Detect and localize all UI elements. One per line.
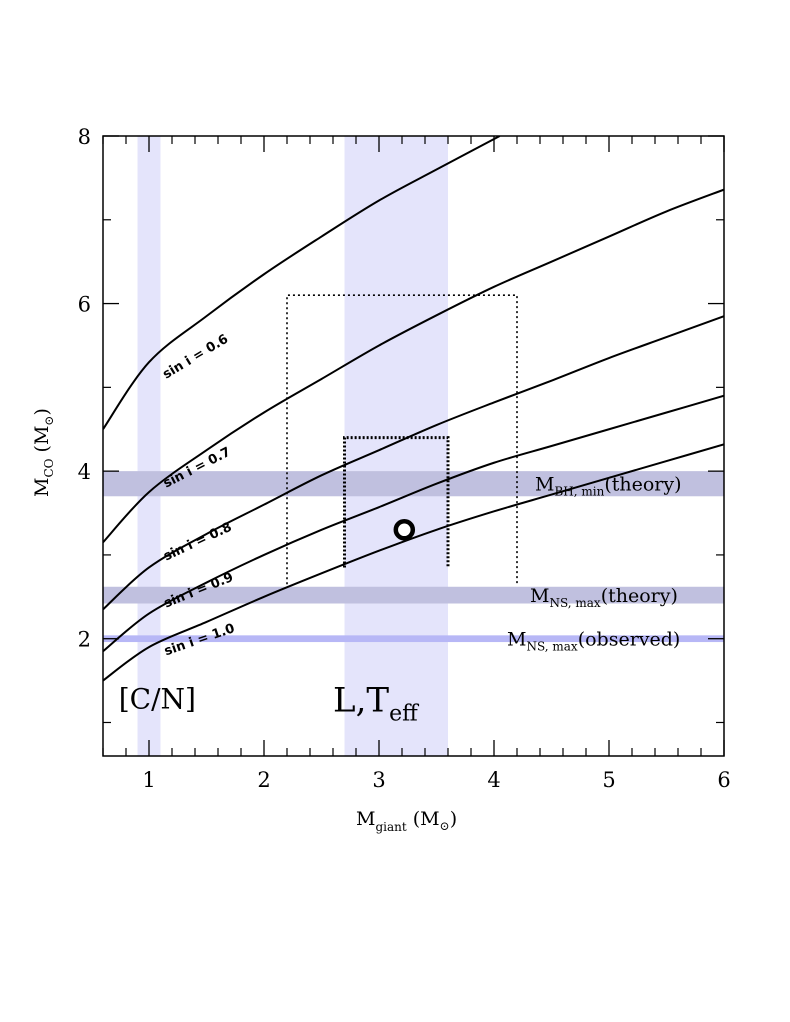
plot-border: [102, 135, 725, 757]
x-tick-label: 6: [717, 768, 730, 792]
data-point: [393, 519, 416, 541]
x-tick-label: 5: [602, 768, 615, 792]
y-axis-title: MCO (M⊙): [31, 408, 56, 497]
bands: [103, 136, 724, 756]
series-label-1: sin i = 0.6: [160, 332, 231, 383]
y-tick-label: 2: [78, 628, 91, 652]
series-line-1: [103, 136, 501, 430]
series-line-4: [103, 394, 724, 653]
vertical-band-2: [344, 136, 448, 756]
y-tick-label: 6: [78, 293, 91, 317]
x-tick-label: 3: [372, 768, 385, 792]
series-label-3: sin i = 0.8: [161, 520, 234, 565]
series-line-2: [103, 188, 724, 544]
x-axis-title: Mgiant (M⊙): [356, 808, 457, 834]
y-tick-label: 4: [78, 460, 91, 484]
band-label-1: MBH, min(theory): [535, 474, 682, 499]
band-label-2: MNS, max(theory): [530, 585, 678, 610]
vertical-band-label-1: [C/N]: [119, 682, 196, 715]
series-line-3: [103, 315, 724, 611]
band-label-3: MNS, max(observed): [507, 629, 680, 654]
dotted-region-2: [343, 436, 450, 568]
series-line-5: [103, 443, 724, 682]
measured-point: [393, 519, 416, 541]
x-tick-label: 1: [142, 768, 155, 792]
x-tick-label: 4: [487, 768, 500, 792]
horizontal-band-3: [103, 635, 724, 643]
plot-frame: [102, 135, 725, 757]
dotted-regions: [286, 294, 518, 585]
vertical-band-1: [137, 136, 161, 756]
vertical-band-label-2: L,Teff: [333, 680, 419, 726]
x-tick-label: 2: [257, 768, 270, 792]
mass-curves: [103, 136, 724, 682]
y-tick-label: 8: [78, 125, 91, 149]
